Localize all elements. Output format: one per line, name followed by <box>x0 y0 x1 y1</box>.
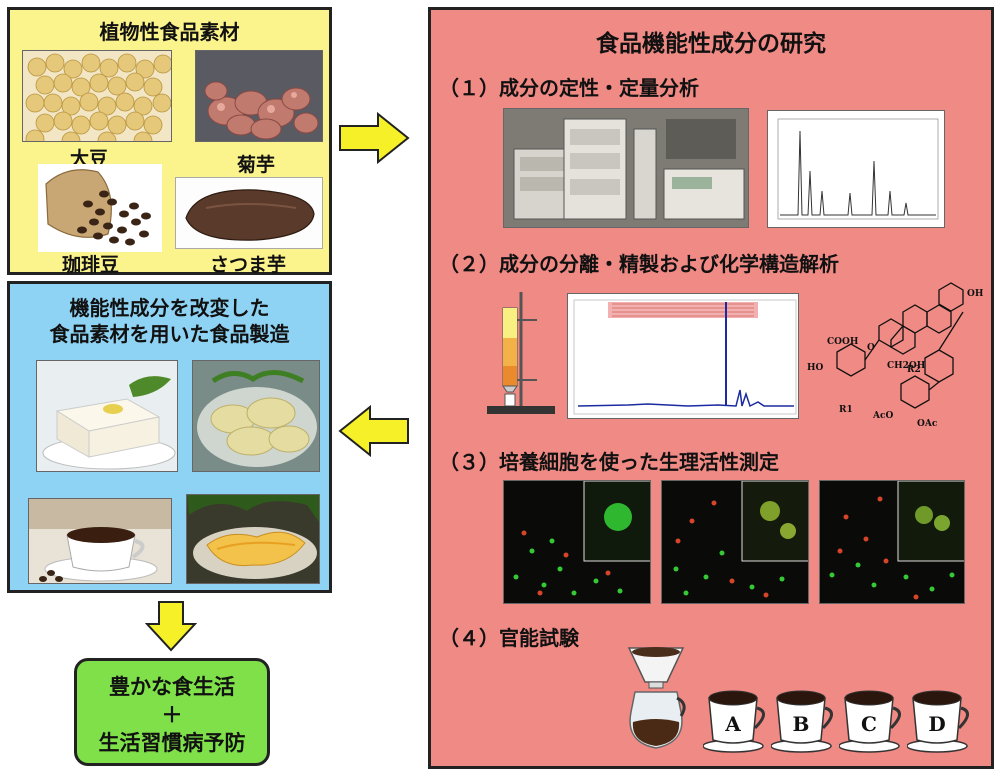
products-title-line1: 機能性成分を改変した <box>69 296 270 320</box>
soybean-photo <box>22 50 172 142</box>
cell-image-2 <box>661 480 809 604</box>
coffee-bean-photo <box>38 164 162 252</box>
tofu-photo <box>36 360 178 472</box>
arrow-right-icon <box>338 112 410 164</box>
jerusalem-artichoke-photo <box>195 50 323 142</box>
research-box: 食品機能性成分の研究 （１）成分の定性・定量分析 （２）成分の分離・精製および化… <box>428 7 994 769</box>
structure-label-oh: OH <box>967 289 984 299</box>
chromatogram-photo <box>767 110 945 228</box>
cup-d-label: D <box>928 712 946 736</box>
cup-a: A <box>703 686 769 754</box>
structure-label-r1: R1 <box>839 405 853 415</box>
products-title-line2: 食品素材を用いた食品製造 <box>49 322 290 346</box>
structure-label-o: O <box>867 343 875 353</box>
jerusalem-artichoke-label: 菊芋 <box>237 154 276 176</box>
outcome-plus: ＋ <box>161 703 183 727</box>
sweet-potato-label: さつま芋 <box>210 254 287 276</box>
structure-label-aco: AcO <box>872 411 893 421</box>
tempura-photo <box>192 360 320 472</box>
sweet-potato-photo <box>175 177 323 249</box>
arrow-down-icon <box>145 600 197 652</box>
cup-b-label: B <box>792 712 810 736</box>
outcome-line1: 豊かな食生活 <box>109 675 235 699</box>
column-apparatus-icon <box>481 288 561 420</box>
structure-label-cooh: COOH <box>827 337 859 347</box>
structure-label-ho: HO <box>807 363 824 373</box>
cup-b: B <box>771 686 837 754</box>
cell-image-1 <box>503 480 651 604</box>
nmr-spectrum-photo <box>567 293 799 419</box>
materials-title: 植物性食品素材 <box>99 20 240 44</box>
cup-d: D <box>907 686 973 754</box>
chemical-structure-icon: COOH HO OH O R1 CH2OH R2 OAc AcO <box>807 272 987 442</box>
cup-a-label: A <box>725 712 741 736</box>
arrow-left-icon <box>338 405 410 457</box>
structure-label-oac: OAc <box>917 419 938 429</box>
structure-label-ch2oh: CH2OH <box>887 361 926 371</box>
outcome-line2: 生活習慣病予防 <box>98 731 246 755</box>
section-1-heading: （１）成分の定性・定量分析 <box>439 76 699 100</box>
coffee-cup-photo <box>28 498 172 584</box>
section-3-heading: （３）培養細胞を使った生理活性測定 <box>439 450 779 474</box>
research-title: 食品機能性成分の研究 <box>596 31 826 57</box>
outcome-box: 豊かな食生活 ＋ 生活習慣病予防 <box>74 658 270 766</box>
materials-box: 植物性食品素材 大豆 菊芋 <box>7 7 332 276</box>
products-box: 機能性成分を改変した 食品素材を用いた食品製造 <box>7 281 332 593</box>
cell-image-3 <box>819 480 965 604</box>
section-2-heading: （２）成分の分離・精製および化学構造解析 <box>439 252 839 276</box>
cup-c-label: C <box>861 712 877 736</box>
coffee-dripper-icon <box>621 642 691 754</box>
hplc-instrument-photo <box>503 108 749 228</box>
dish-photo <box>186 494 320 584</box>
cup-c: C <box>839 686 905 754</box>
section-4-heading: （４）官能試験 <box>439 626 579 650</box>
coffee-bean-label: 珈琲豆 <box>62 254 120 276</box>
structure-label-r2: R2 <box>907 365 921 375</box>
